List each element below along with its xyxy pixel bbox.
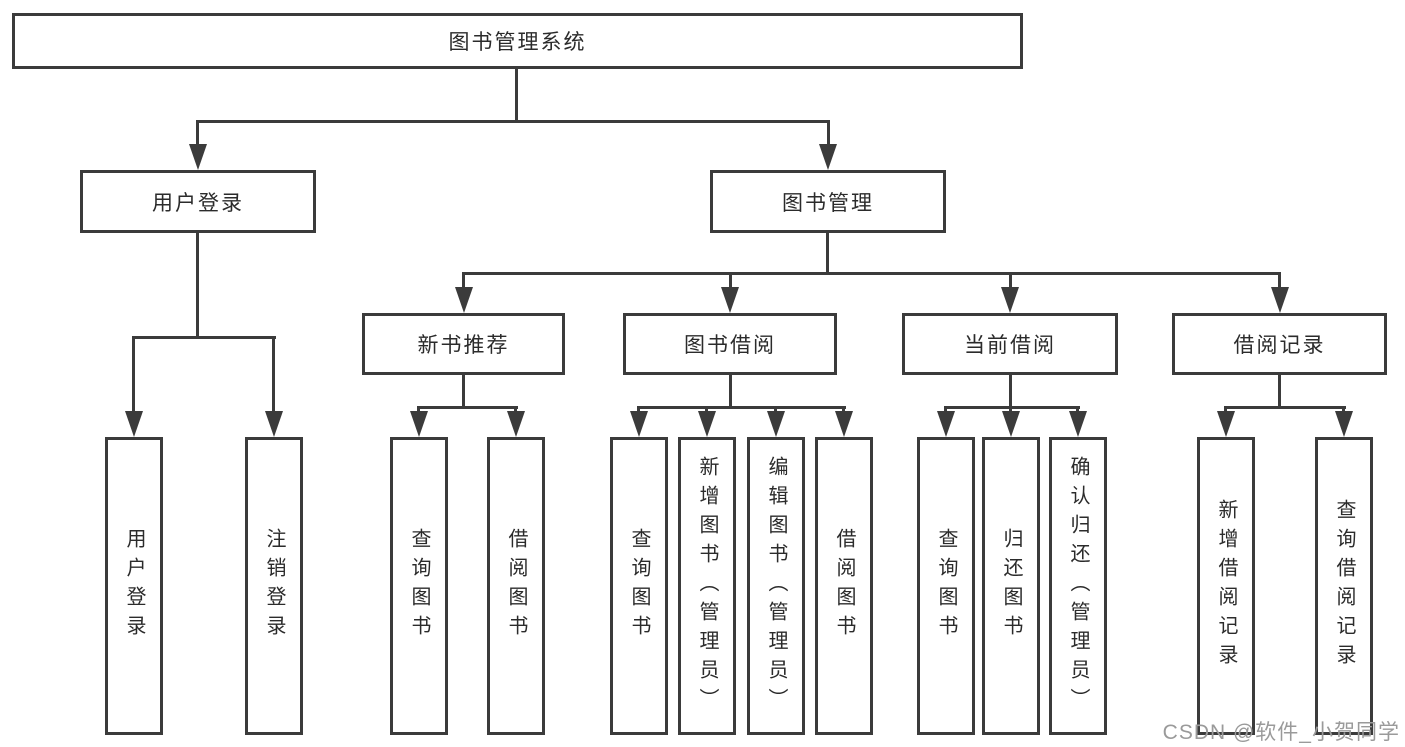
arrowhead-down — [1217, 411, 1235, 437]
node-borrow-records: 借阅记录 — [1172, 313, 1387, 375]
connector-line — [1278, 272, 1281, 290]
connector-line — [1009, 373, 1012, 409]
connector-line — [272, 336, 275, 415]
leaf-user-login: 用户登录 — [105, 437, 163, 735]
connector-line — [842, 406, 845, 414]
connector-line — [1076, 406, 1079, 414]
connector-line — [196, 120, 199, 147]
connector-line — [196, 231, 199, 339]
arrowhead-down — [507, 411, 525, 437]
connector-line — [944, 406, 1080, 409]
connector-line — [826, 231, 829, 275]
arrowhead-down — [410, 411, 428, 437]
connector-line — [1342, 406, 1345, 414]
leaf-edit-book-admin: 编辑图书（管理员） — [747, 437, 805, 735]
node-root: 图书管理系统 — [12, 13, 1023, 69]
node-book-management: 图书管理 — [710, 170, 946, 233]
leaf-borrow-books-recommend: 借阅图书 — [487, 437, 545, 735]
leaf-query-books-current: 查询图书 — [917, 437, 975, 735]
node-user-login: 用户登录 — [80, 170, 316, 233]
connector-line — [637, 406, 640, 414]
connector-line — [1009, 406, 1012, 414]
connector-line — [196, 120, 830, 123]
connector-line — [1009, 272, 1012, 290]
connector-line — [462, 272, 465, 290]
connector-line — [417, 406, 518, 409]
connector-line — [774, 406, 777, 414]
arrowhead-down — [455, 287, 473, 313]
connector-line — [132, 336, 135, 415]
leaf-query-books-borrow: 查询图书 — [610, 437, 668, 735]
connector-line — [1278, 373, 1281, 409]
connector-line — [462, 373, 465, 409]
connector-line — [417, 406, 420, 414]
node-current-borrow: 当前借阅 — [902, 313, 1118, 375]
connector-line — [1224, 406, 1346, 409]
arrowhead-down — [125, 411, 143, 437]
connector-line — [944, 406, 947, 414]
node-new-book-recommend: 新书推荐 — [362, 313, 565, 375]
leaf-borrow-books-2: 借阅图书 — [815, 437, 873, 735]
connector-line — [462, 272, 1281, 275]
arrowhead-down — [767, 411, 785, 437]
connector-line — [637, 406, 846, 409]
leaf-add-book-admin: 新增图书（管理员） — [678, 437, 736, 735]
leaf-add-borrow-record: 新增借阅记录 — [1197, 437, 1255, 735]
leaf-query-borrow-record: 查询借阅记录 — [1315, 437, 1373, 735]
connector-line — [1224, 406, 1227, 414]
leaf-confirm-return-admin: 确认归还（管理员） — [1049, 437, 1107, 735]
leaf-logout-login: 注销登录 — [245, 437, 303, 735]
arrowhead-down — [721, 287, 739, 313]
arrowhead-down — [1001, 287, 1019, 313]
arrowhead-down — [937, 411, 955, 437]
connector-line — [514, 406, 517, 414]
arrowhead-down — [1069, 411, 1087, 437]
connector-line — [515, 69, 518, 123]
connector-line — [729, 373, 732, 409]
arrowhead-down — [1002, 411, 1020, 437]
connector-line — [827, 120, 830, 147]
arrowhead-down — [630, 411, 648, 437]
connector-line — [729, 272, 732, 290]
connector-line — [705, 406, 708, 414]
arrowhead-down — [819, 144, 837, 170]
arrowhead-down — [189, 144, 207, 170]
leaf-query-books-recommend: 查询图书 — [390, 437, 448, 735]
csdn-watermark: CSDN @软件_小贺同学 — [1162, 721, 1400, 744]
leaf-return-books: 归还图书 — [982, 437, 1040, 735]
node-book-borrow: 图书借阅 — [623, 313, 837, 375]
arrowhead-down — [698, 411, 716, 437]
connector-line — [132, 336, 276, 339]
arrowhead-down — [835, 411, 853, 437]
arrowhead-down — [1335, 411, 1353, 437]
arrowhead-down — [265, 411, 283, 437]
arrowhead-down — [1271, 287, 1289, 313]
